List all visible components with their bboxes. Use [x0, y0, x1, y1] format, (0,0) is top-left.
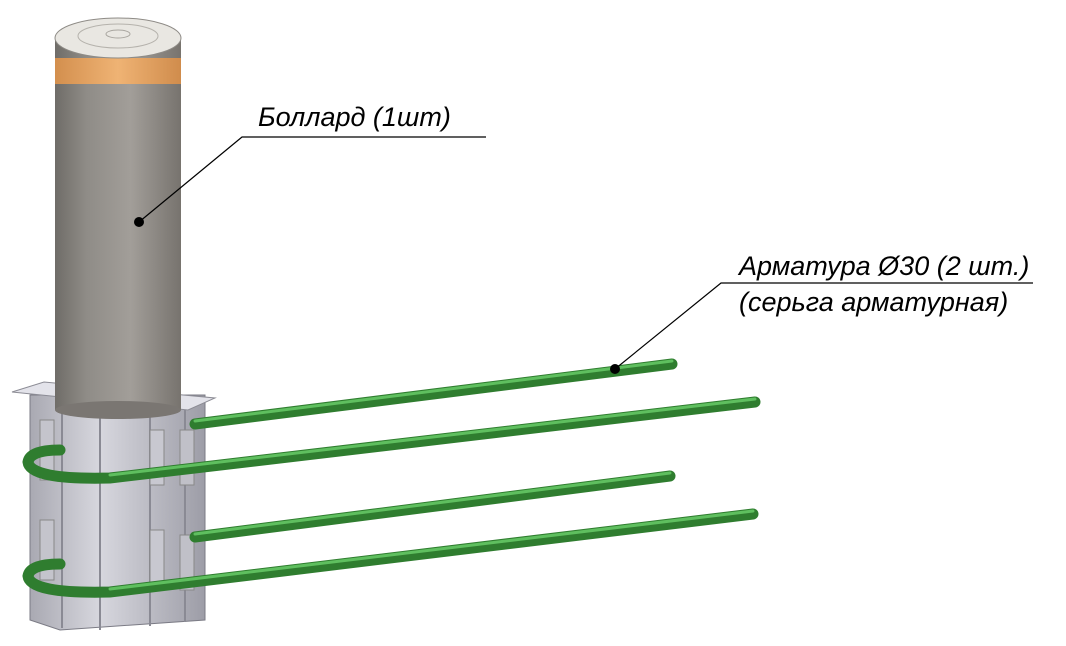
- rebar-loop-rod: [22, 508, 759, 598]
- rebar-highlight: [193, 471, 672, 536]
- rebar-label: Арматура Ø30 (2 шт.): [739, 251, 1030, 281]
- bollard-body: [55, 38, 181, 410]
- rebar-rod: [189, 358, 678, 430]
- bollard: [54, 17, 182, 419]
- rebar-leader-dot: [610, 364, 620, 374]
- rebar-rod: [189, 470, 676, 543]
- rebar-loop-rod: [22, 396, 761, 484]
- rebar-highlight: [193, 359, 674, 423]
- cap-ring: [77, 23, 159, 49]
- bollard-reflective-band: [55, 58, 181, 84]
- rebar-rods: [22, 358, 761, 598]
- rebar-leader: [614, 282, 1033, 370]
- rebar-highlight: [108, 397, 757, 477]
- rebar-highlight: [108, 509, 755, 591]
- bollard-leader-dot: [134, 217, 144, 227]
- bollard-bottom-edge: [55, 401, 181, 419]
- rebar-sublabel: (серьга арматурная): [739, 287, 1009, 317]
- bollard-label: Боллард (1шт): [258, 102, 451, 132]
- bollard-leader: [138, 136, 486, 223]
- leader-lines: [138, 136, 1033, 370]
- cap-center: [105, 29, 131, 39]
